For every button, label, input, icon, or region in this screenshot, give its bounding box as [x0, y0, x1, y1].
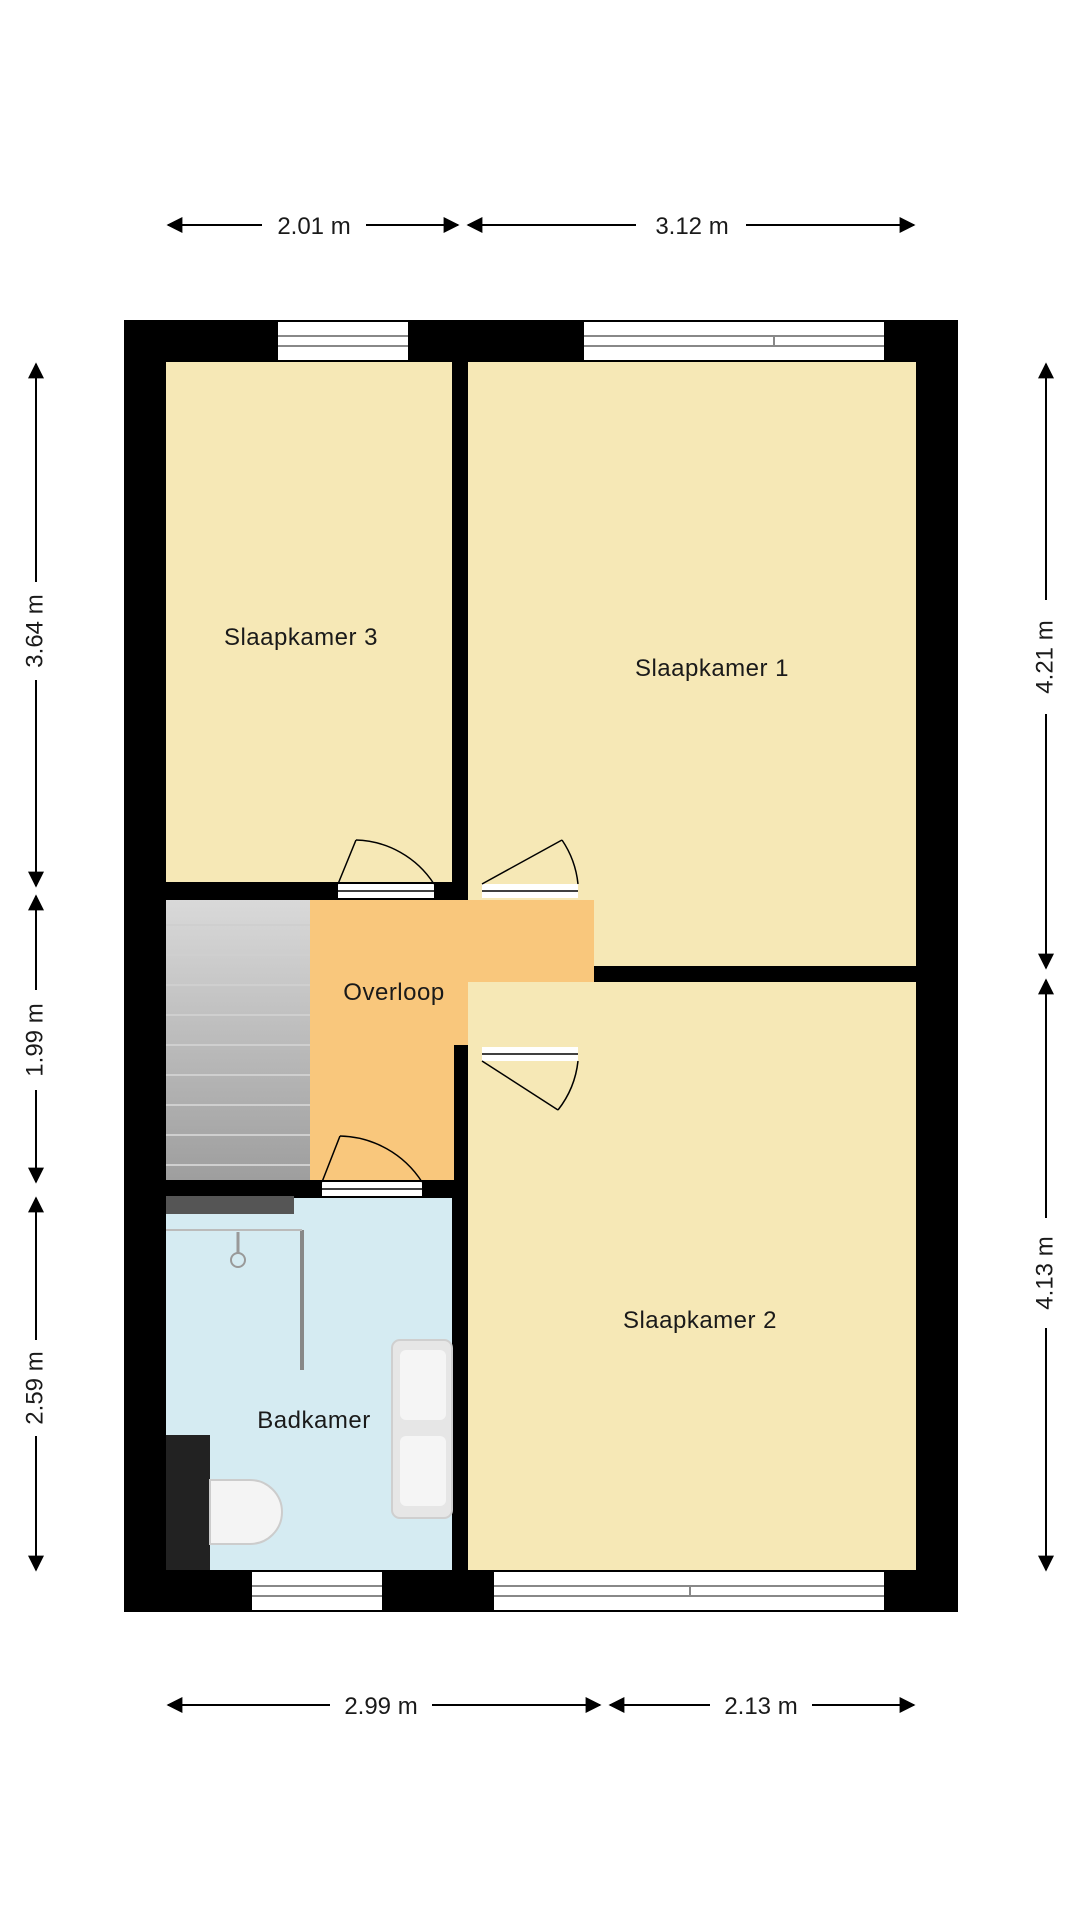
window-bottom-right: [494, 1572, 884, 1610]
dimension-left-bottom: 2.59 m: [21, 1196, 48, 1572]
dimension-label: 1.99 m: [21, 1003, 48, 1076]
room-label-overloop: Overloop: [343, 979, 444, 1006]
room-label-slaapkamer-3: Slaapkamer 3: [224, 624, 378, 651]
stair-rail: [166, 1196, 294, 1214]
door-slaapkamer-1: [481, 839, 579, 898]
dimension-label: 3.12 m: [655, 213, 728, 240]
dimension-label: 2.59 m: [21, 1351, 48, 1424]
dimension-label: 2.01 m: [277, 213, 350, 240]
dimension-top-left: 2.01 m: [166, 213, 460, 240]
door-badkamer: [321, 1135, 423, 1196]
toilet: [166, 1435, 283, 1570]
shower: [166, 1229, 304, 1370]
dimension-top-right: 3.12 m: [466, 213, 916, 240]
double-sink: [391, 1339, 453, 1519]
dimension-label: 2.13 m: [724, 1693, 797, 1720]
dimension-left-top: 3.64 m: [21, 362, 48, 888]
stair-steps: [166, 924, 310, 1166]
window-top-left: [278, 322, 408, 360]
stairs-area: [166, 900, 310, 1180]
overloop-floor: [310, 900, 594, 1180]
dimension-bottom-right: 2.13 m: [608, 1693, 916, 1720]
door-slaapkamer-2: [481, 1047, 579, 1111]
dimension-label: 4.13 m: [1031, 1236, 1058, 1309]
dimension-bottom-left: 2.99 m: [166, 1693, 602, 1720]
room-label-slaapkamer-2: Slaapkamer 2: [623, 1307, 777, 1334]
dimension-label: 3.64 m: [21, 594, 48, 667]
room-label-slaapkamer-1: Slaapkamer 1: [635, 655, 789, 682]
window-bottom-left: [252, 1572, 382, 1610]
slaapkamer-3-floor: [166, 362, 452, 882]
dimension-label: 4.21 m: [1031, 620, 1058, 693]
dimension-right-top: 4.21 m: [1031, 362, 1058, 970]
door-slaapkamer-3: [337, 839, 435, 898]
dimension-right-bottom: 4.13 m: [1031, 978, 1058, 1572]
room-label-badkamer: Badkamer: [257, 1407, 370, 1434]
dimension-label: 2.99 m: [344, 1693, 417, 1720]
slaapkamer-1-floor: [468, 362, 916, 966]
dimension-left-middle: 1.99 m: [21, 894, 48, 1184]
window-top-right: [584, 322, 884, 360]
slaapkamer-2-floor: [468, 982, 916, 1570]
